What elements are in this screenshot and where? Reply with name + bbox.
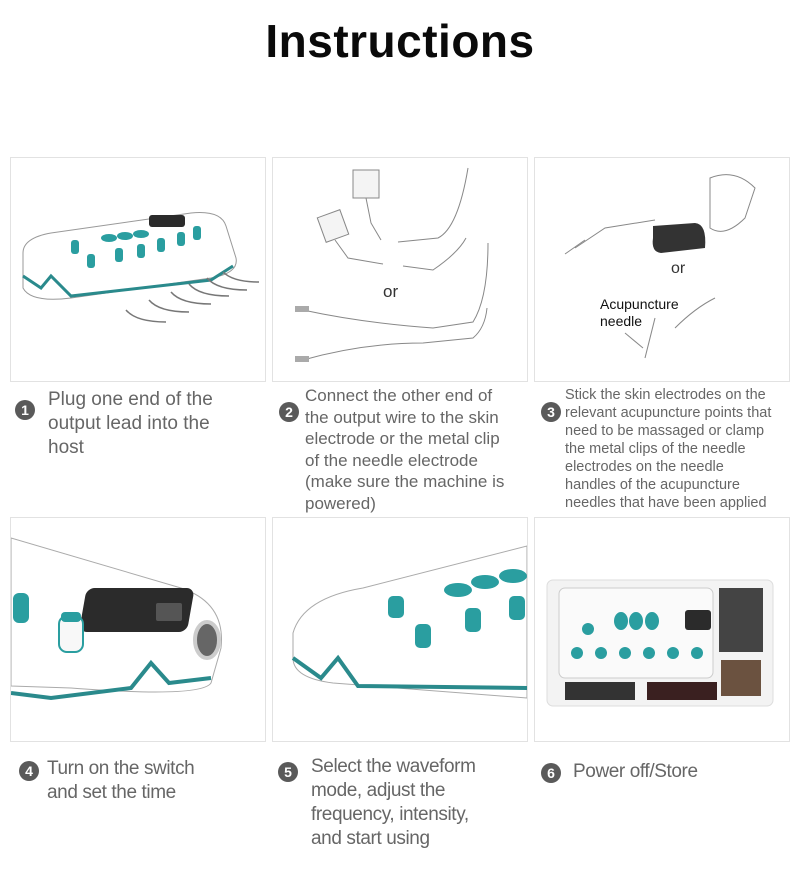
step-3: 3 Stick the skin electrodes on the relev… xyxy=(541,386,771,512)
step-6-image xyxy=(534,517,790,742)
step-6: 6 Power off/Store xyxy=(541,760,698,784)
step-1: 1 Plug one end of the output lead into t… xyxy=(15,388,213,460)
or-label: or xyxy=(383,282,399,301)
acupuncture-needle-label: Acupuncture needle xyxy=(600,296,679,329)
step-text: Select the waveform mode, adjust the fre… xyxy=(311,756,476,849)
step-2-image: or xyxy=(272,157,528,382)
hand-electrode-needle-icon xyxy=(564,174,756,359)
device-illustration-icon xyxy=(22,212,260,323)
step-text: Plug one end of the output lead into the… xyxy=(48,389,213,458)
storage-box-icon xyxy=(546,579,774,707)
step-number-badge: 1 xyxy=(15,400,35,420)
step-text: Connect the other end of the output wire… xyxy=(305,386,505,513)
step-2: 2 Connect the other end of the output wi… xyxy=(279,385,504,514)
step-5-image xyxy=(272,517,528,742)
electrode-wires-icon xyxy=(295,167,489,362)
step-number-badge: 6 xyxy=(541,763,561,783)
step-5: 5 Select the waveform mode, adjust the f… xyxy=(278,755,476,851)
step-text: Turn on the switch and set the time xyxy=(47,758,195,803)
power-switch-icon xyxy=(11,537,222,701)
or-label: or xyxy=(671,260,686,277)
step-3-image: or Acupuncture needle xyxy=(534,157,790,382)
step-number-badge: 2 xyxy=(279,402,299,422)
step-number-badge: 5 xyxy=(278,762,298,782)
waveform-knobs-icon xyxy=(291,545,527,699)
step-4-image xyxy=(10,517,266,742)
step-text: Stick the skin electrodes on the relevan… xyxy=(565,387,772,511)
step-text: Power off/Store xyxy=(573,761,698,782)
step-4: 4 Turn on the switch and set the time xyxy=(19,757,195,805)
step-number-badge: 4 xyxy=(19,761,39,781)
step-1-image xyxy=(10,157,266,382)
step-number-badge: 3 xyxy=(541,402,561,422)
page-title: Instructions xyxy=(265,15,535,67)
